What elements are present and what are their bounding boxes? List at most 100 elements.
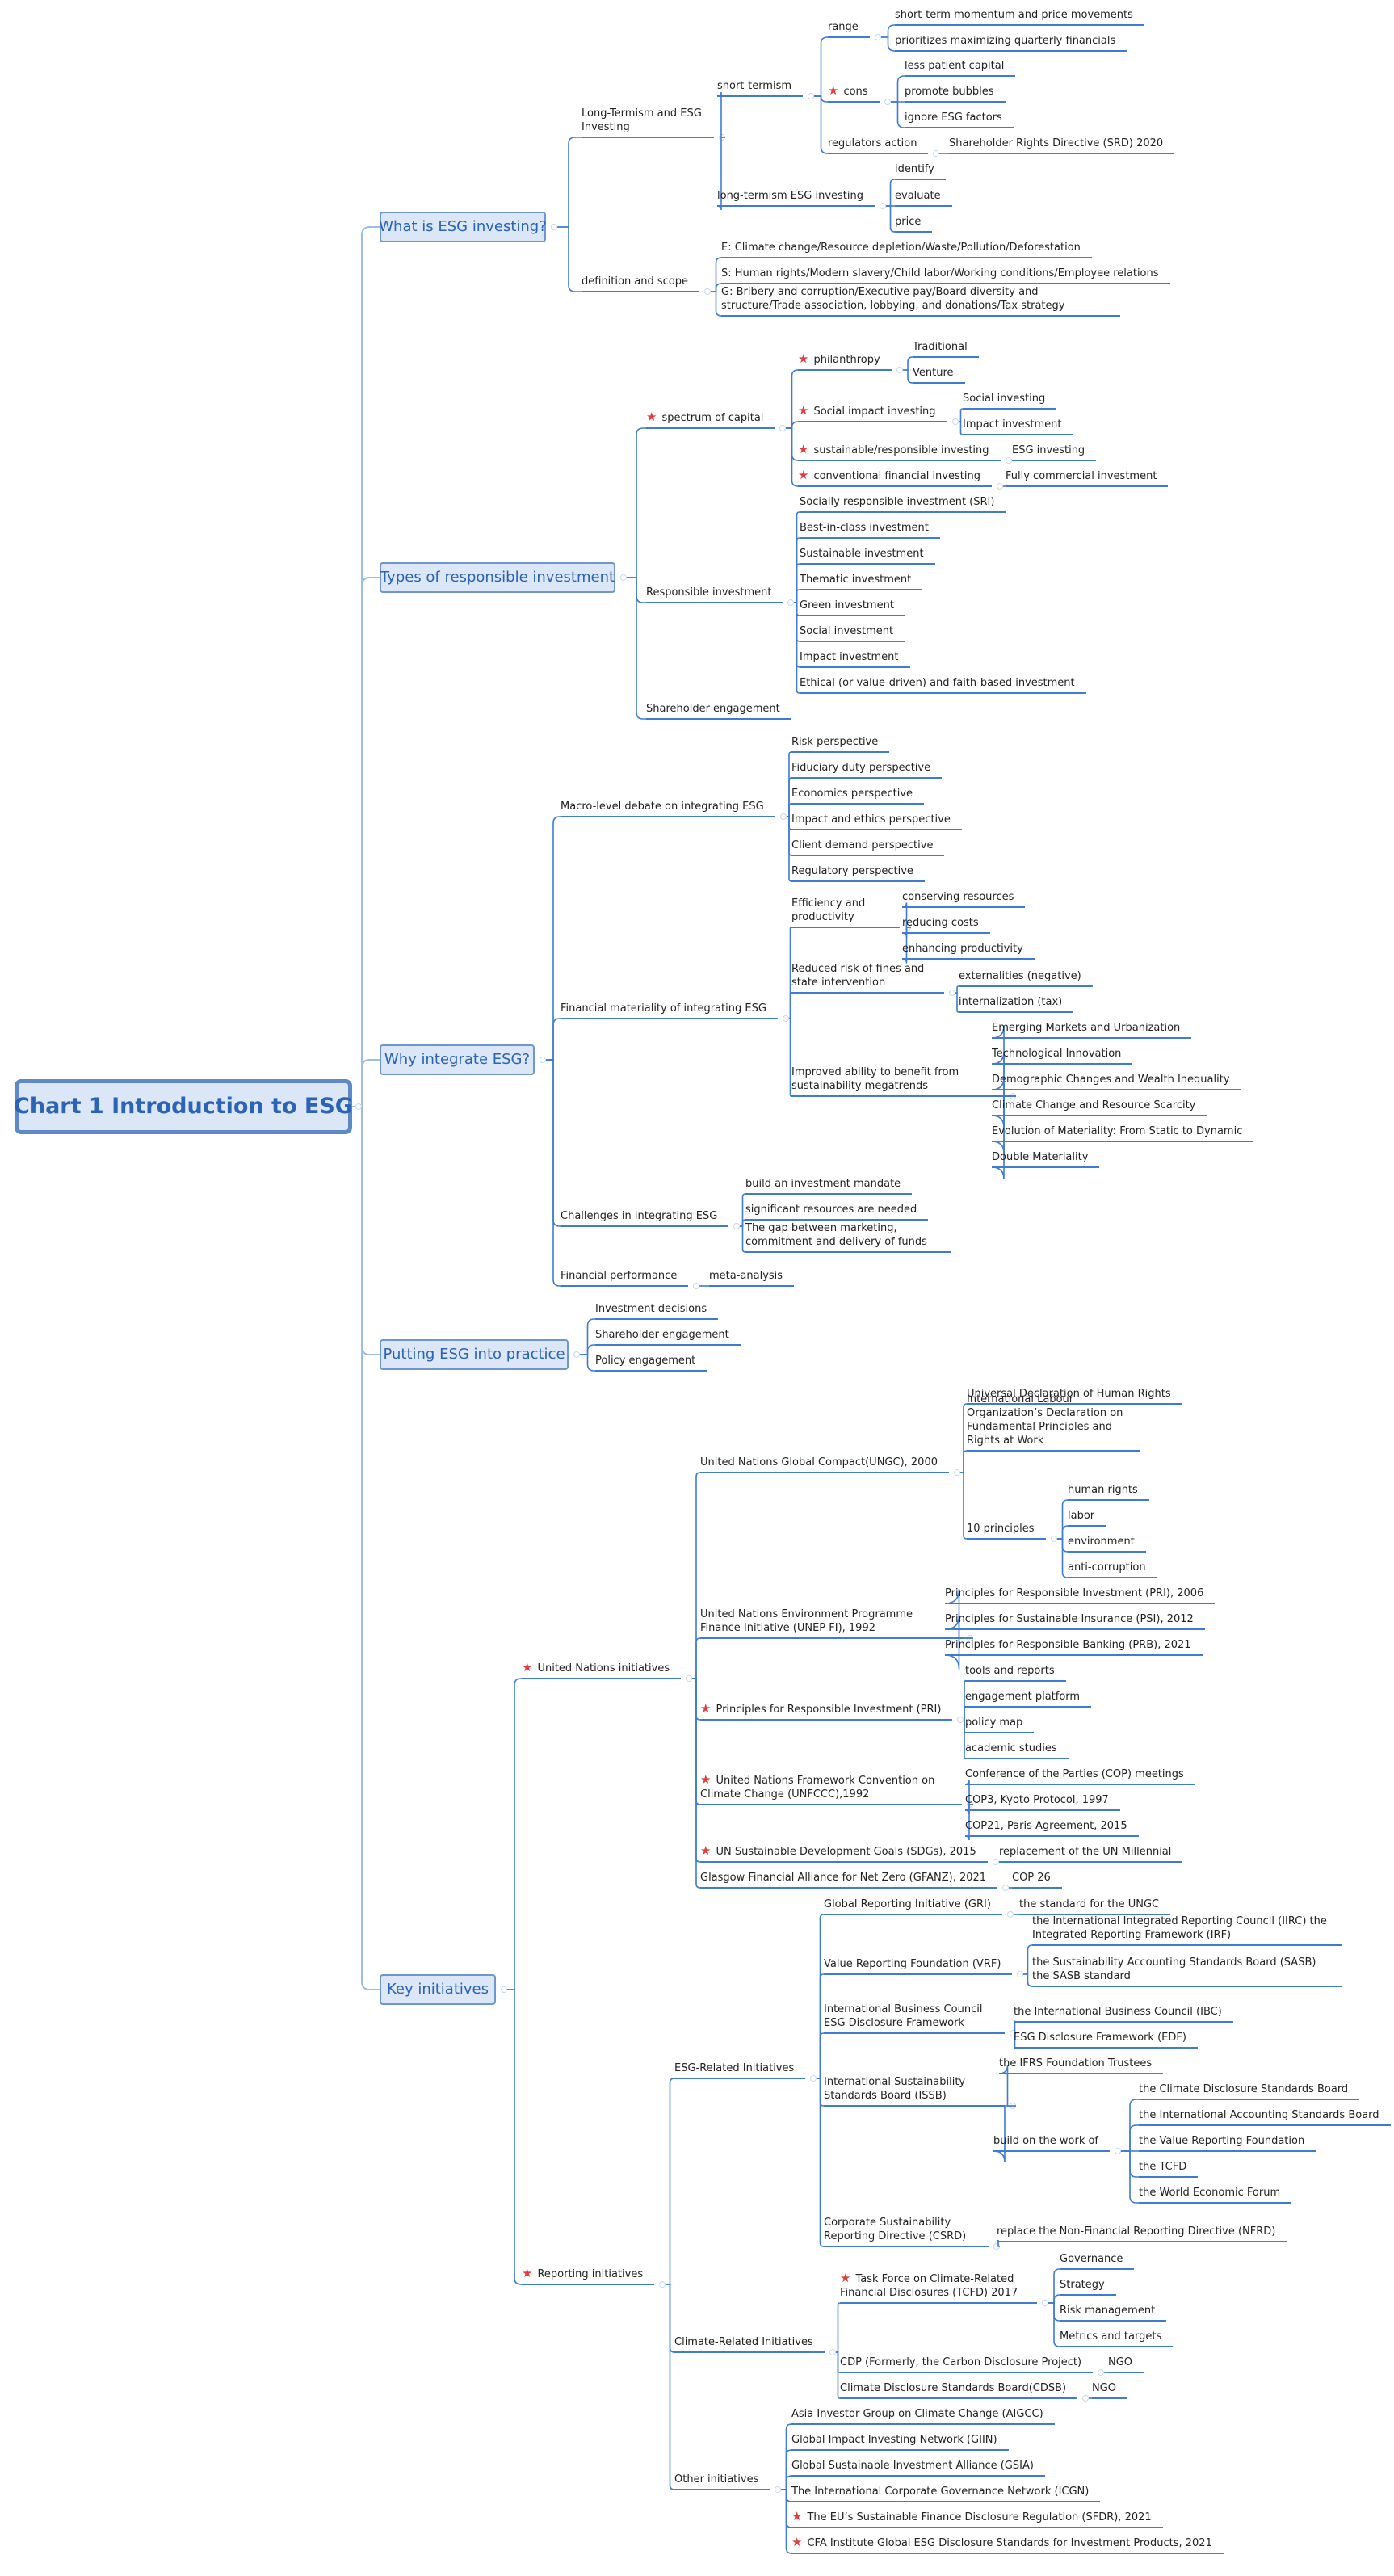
collapse-handle[interactable] [1042,2300,1048,2306]
topic-macro-level-debate-on-integrating-esg[interactable]: Macro-level debate on integrating ESG [561,800,764,813]
topic-responsible-investment[interactable]: Responsible investment [646,586,771,599]
topic-united-nations-initiatives[interactable]: ★United Nations initiatives [522,1661,670,1675]
topic-internalization-tax[interactable]: internalization (tax) [959,995,1062,1009]
topic-investment-decisions[interactable]: Investment decisions [595,1302,707,1316]
topic-conserving-resources[interactable]: conserving resources [902,890,1014,904]
topic-cdp-formerly-the-carbon-disclosure-project[interactable]: CDP (Formerly, the Carbon Disclosure Pro… [840,2355,1081,2369]
topic-significant-resources-are-needed[interactable]: significant resources are needed [745,1203,917,1217]
topic-impact-and-ethics-perspective[interactable]: Impact and ethics perspective [791,813,951,826]
topic-definition-and-scope[interactable]: definition and scope [582,275,688,288]
collapse-handle[interactable] [540,1057,546,1063]
topic-task-force-on-climate-related-financial-disclosu[interactable]: ★Task Force on Climate-Related Financial… [840,2271,1026,2300]
topic-efficiency-and-productivity[interactable]: Efficiency and productivity [791,897,888,924]
branch-why-integrate-esg[interactable]: Why integrate ESG? [380,1044,535,1075]
topic-economics-perspective[interactable]: Economics perspective [791,787,913,801]
topic-un-sustainable-development-goals-sdgs-2015[interactable]: ★UN Sustainable Development Goals (SDGs)… [700,1844,976,1859]
collapse-handle[interactable] [787,599,794,606]
topic-regulatory-perspective[interactable]: Regulatory perspective [791,864,913,878]
topic-cop3-kyoto-protocol-1997[interactable]: COP3, Kyoto Protocol, 1997 [965,1793,1109,1807]
topic-strategy[interactable]: Strategy [1060,2278,1105,2292]
topic-governance[interactable]: Governance [1060,2252,1123,2266]
topic-principles-for-responsible-investment-pri[interactable]: ★Principles for Responsible Investment (… [700,1702,941,1717]
topic-g-bribery-and-corruption-executive-pay-board-div[interactable]: G: Bribery and corruption/Executive pay/… [721,285,1109,313]
topic-the-sustainability-accounting-standards-board-sa[interactable]: the Sustainability Accounting Standards … [1032,1956,1331,1983]
topic-the-ifrs-foundation-trustees[interactable]: the IFRS Foundation Trustees [999,2057,1152,2070]
collapse-handle[interactable] [659,2281,666,2288]
topic-climate-related-initiatives[interactable]: Climate-Related Initiatives [674,2335,813,2349]
topic-enhancing-productivity[interactable]: enhancing productivity [902,942,1023,956]
topic-the-climate-disclosure-standards-board[interactable]: the Climate Disclosure Standards Board [1139,2082,1348,2096]
topic-replace-the-non-financial-reporting-directive-nf[interactable]: replace the Non-Financial Reporting Dire… [997,2225,1275,2238]
topic-meta-analysis[interactable]: meta-analysis [709,1269,783,1283]
topic-thematic-investment[interactable]: Thematic investment [800,573,911,586]
topic-regulators-action[interactable]: regulators action [828,137,917,150]
topic-climate-change-and-resource-scarcity[interactable]: Climate Change and Resource Scarcity [992,1099,1195,1112]
collapse-handle[interactable] [1006,457,1012,464]
topic-esg-related-initiatives[interactable]: ESG-Related Initiatives [674,2061,794,2075]
topic-double-materiality[interactable]: Double Materiality [992,1150,1088,1164]
topic-ignore-esg-factors[interactable]: ignore ESG factors [905,111,1002,124]
topic-evolution-of-materiality-from-static-to-dynamic[interactable]: Evolution of Materiality: From Static to… [992,1124,1242,1138]
collapse-handle[interactable] [952,418,959,425]
collapse-handle[interactable] [997,483,1003,490]
topic-climate-disclosure-standards-board-cdsb[interactable]: Climate Disclosure Standards Board(CDSB) [840,2381,1066,2395]
topic-cop21-paris-agreement-2015[interactable]: COP21, Paris Agreement, 2015 [965,1819,1127,1833]
topic-reducing-costs[interactable]: reducing costs [902,916,979,930]
topic-corporate-sustainability-reporting-directive-csr[interactable]: Corporate Sustainability Reporting Direc… [824,2216,977,2243]
collapse-handle[interactable] [949,990,955,996]
topic-emerging-markets-and-urbanization[interactable]: Emerging Markets and Urbanization [992,1021,1180,1035]
topic-evaluate[interactable]: evaluate [895,189,941,203]
topic-philanthropy[interactable]: ★philanthropy [798,352,880,367]
topic-promote-bubbles[interactable]: promote bubbles [905,85,994,99]
topic-impact-investment[interactable]: Impact investment [963,418,1062,431]
topic-long-termism-esg-investing[interactable]: long-termism ESG investing [717,189,863,203]
collapse-handle[interactable] [957,1717,964,1723]
topic-policy-map[interactable]: policy map [965,1716,1022,1729]
collapse-handle[interactable] [875,34,881,40]
topic-the-world-economic-forum[interactable]: the World Economic Forum [1139,2186,1280,2200]
topic-cop-26[interactable]: COP 26 [1012,1871,1051,1885]
topic-ngo[interactable]: NGO [1108,2355,1132,2369]
topic-global-reporting-initiative-gri[interactable]: Global Reporting Initiative (GRI) [824,1897,991,1911]
topic-the-standard-for-the-ungc[interactable]: the standard for the UNGC [1019,1897,1159,1911]
topic-principles-for-responsible-banking-prb-2021[interactable]: Principles for Responsible Banking (PRB)… [945,1638,1191,1652]
topic-human-rights[interactable]: human rights [1068,1483,1138,1497]
topic-prioritizes-maximizing-quarterly-financials[interactable]: prioritizes maximizing quarterly financi… [895,34,1115,48]
topic-esg-disclosure-framework-edf[interactable]: ESG Disclosure Framework (EDF) [1014,2031,1186,2044]
topic-the-gap-between-marketing-commitment-and-deliver[interactable]: The gap between marketing, commitment an… [745,1221,939,1249]
collapse-handle[interactable] [933,150,939,157]
topic-ethical-or-value-driven-and-faith-based-investme[interactable]: Ethical (or value-driven) and faith-base… [800,676,1075,690]
topic-academic-studies[interactable]: academic studies [965,1742,1057,1755]
collapse-handle[interactable] [808,93,814,99]
topic-sustainable-responsible-investing[interactable]: ★sustainable/responsible investing [798,443,989,457]
collapse-handle[interactable] [993,1859,999,1865]
topic-anti-corruption[interactable]: anti-corruption [1068,1561,1146,1574]
topic-build-on-the-work-of[interactable]: build on the work of [993,2134,1098,2148]
collapse-handle[interactable] [686,1675,692,1682]
topic-tools-and-reports[interactable]: tools and reports [965,1664,1055,1678]
topic-international-sustainability-standards-board-iss[interactable]: International Sustainability Standards B… [824,2075,993,2103]
collapse-handle[interactable] [620,574,627,581]
topic-client-demand-perspective[interactable]: Client demand perspective [791,838,933,852]
topic-other-initiatives[interactable]: Other initiatives [674,2473,758,2486]
collapse-handle[interactable] [896,367,903,373]
collapse-handle[interactable] [783,1015,789,1022]
topic-build-an-investment-mandate[interactable]: build an investment mandate [745,1177,901,1191]
collapse-handle[interactable] [954,1469,960,1476]
topic-the-international-accounting-standards-board[interactable]: the International Accounting Standards B… [1139,2108,1379,2122]
topic-long-termism-and-esg-investing[interactable]: Long-Termism and ESG Investing [582,107,703,134]
topic-demographic-changes-and-wealth-inequality[interactable]: Demographic Changes and Wealth Inequalit… [992,1073,1230,1086]
topic-cfa-institute-global-esg-disclosure-standards-fo[interactable]: ★CFA Institute Global ESG Disclosure Sta… [791,2536,1212,2550]
topic-the-value-reporting-foundation[interactable]: the Value Reporting Foundation [1139,2134,1304,2148]
topic-social-investment[interactable]: Social investment [800,624,893,638]
topic-short-term-momentum-and-price-movements[interactable]: short-term momentum and price movements [895,8,1133,22]
topic-less-patient-capital[interactable]: less patient capital [905,59,1004,73]
collapse-handle[interactable] [780,813,787,820]
topic-universal-declaration-of-human-rights[interactable]: Universal Declaration of Human Rights [967,1387,1171,1401]
topic-the-tcfd[interactable]: the TCFD [1139,2160,1186,2174]
collapse-handle[interactable] [704,288,711,295]
topic-range[interactable]: range [828,20,859,34]
topic-financial-materiality-of-integrating-esg[interactable]: Financial materiality of integrating ESG [561,1002,766,1015]
topic-risk-perspective[interactable]: Risk perspective [791,735,878,749]
topic-conventional-financial-investing[interactable]: ★conventional financial investing [798,469,980,483]
